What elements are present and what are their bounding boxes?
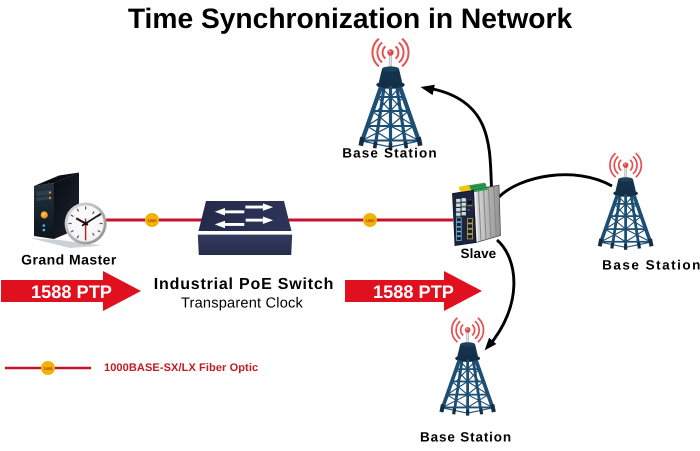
svg-text:1000: 1000 [148,218,158,223]
svg-text:Time Synchronization in Networ: Time Synchronization in Network [128,2,573,34]
svg-text:1588 PTP: 1588 PTP [373,282,454,302]
svg-text:Industrial PoE Switch: Industrial PoE Switch [154,276,334,293]
svg-text:Grand Master: Grand Master [21,252,117,268]
svg-text:Base Station: Base Station [420,429,512,444]
svg-text:Base Station: Base Station [342,146,438,161]
svg-text:1000: 1000 [366,218,376,223]
svg-text:1000: 1000 [44,366,54,371]
svg-text:Slave: Slave [461,246,497,261]
svg-text:1588 PTP: 1588 PTP [31,282,112,302]
svg-text:1000BASE-SX/LX Fiber Optic: 1000BASE-SX/LX Fiber Optic [104,362,258,374]
svg-text:Base Station: Base Station [602,257,700,272]
svg-text:Transparent Clock: Transparent Clock [181,296,304,312]
